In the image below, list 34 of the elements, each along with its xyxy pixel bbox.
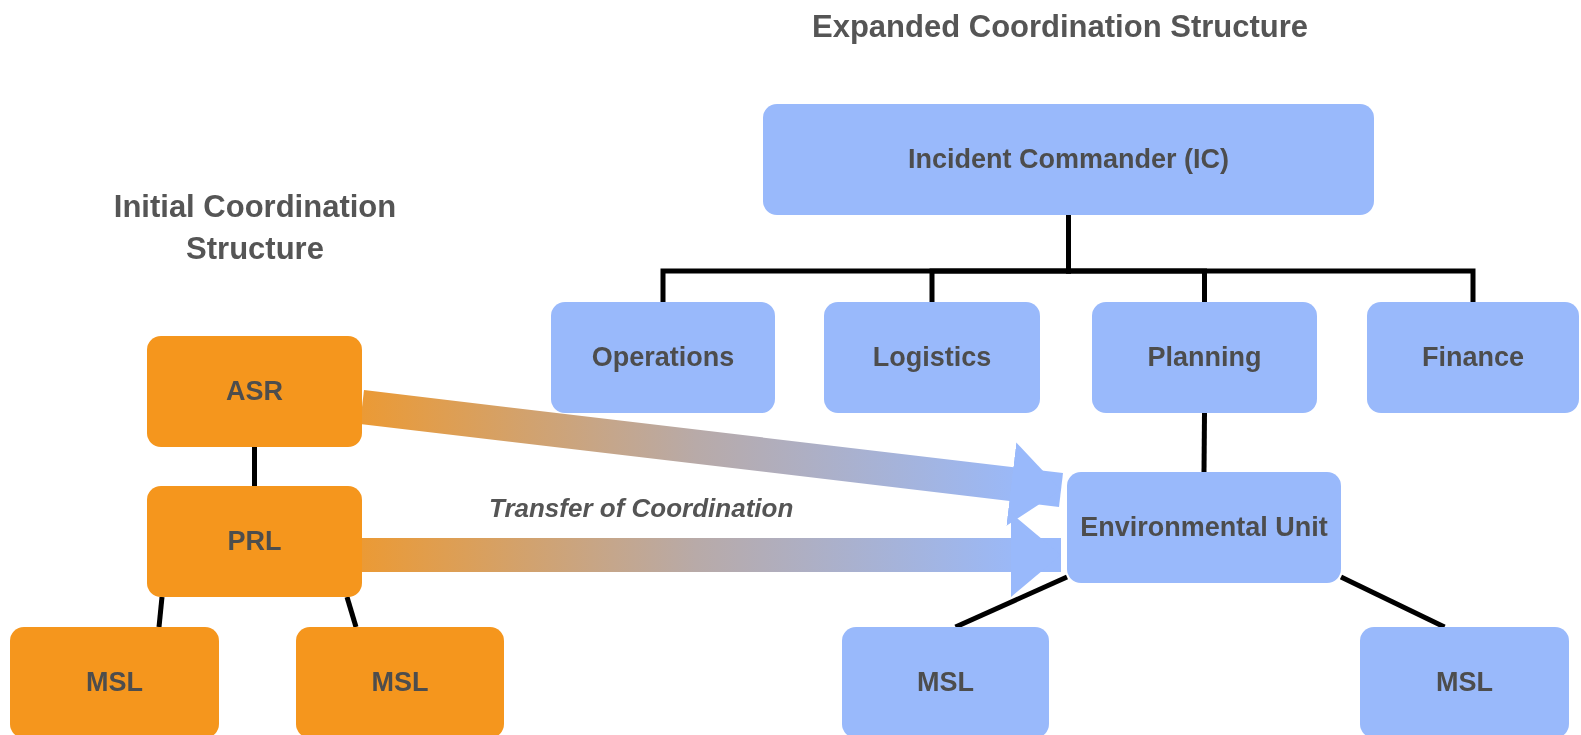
- connector-line: [1339, 574, 1446, 630]
- role-name: MSL: [86, 665, 143, 699]
- role-box: [1367, 302, 1579, 413]
- role-name: Planning: [1147, 340, 1262, 374]
- role-box: [824, 302, 1040, 413]
- section-heading: Expanded Coordination Structure: [811, 8, 1309, 46]
- connector-line: [1201, 412, 1207, 473]
- role-name: Operations: [591, 340, 735, 374]
- role-box: [763, 104, 1374, 215]
- role-name: MSL: [917, 665, 974, 699]
- role-box: [551, 302, 775, 413]
- connector-line: [954, 574, 1069, 630]
- role-name: PRL: [227, 524, 282, 558]
- connector-line: [156, 596, 165, 628]
- connector-line: [252, 447, 257, 486]
- role-box: [1360, 627, 1569, 735]
- role-name: Incident Commander (IC): [908, 142, 1229, 176]
- role-box: [147, 336, 362, 447]
- role-box: [1092, 302, 1317, 413]
- role-box: [296, 627, 504, 735]
- role-name: MSL: [371, 665, 429, 699]
- section-heading: Initial Coordination Structure: [112, 188, 398, 268]
- role-box: [842, 627, 1049, 735]
- connector-line: [1066, 215, 1476, 302]
- transfer-arrow: [360, 390, 1063, 526]
- role-name: Environmental Unit: [1080, 510, 1328, 544]
- role-box: [10, 627, 219, 735]
- role-box: [147, 486, 362, 597]
- role-name: Finance: [1422, 340, 1524, 374]
- role-name: MSL: [1436, 665, 1493, 699]
- role-name: Logistics: [872, 340, 992, 374]
- connector-line: [344, 596, 359, 628]
- role-name: ASR: [226, 374, 283, 408]
- role-box: [1067, 472, 1341, 583]
